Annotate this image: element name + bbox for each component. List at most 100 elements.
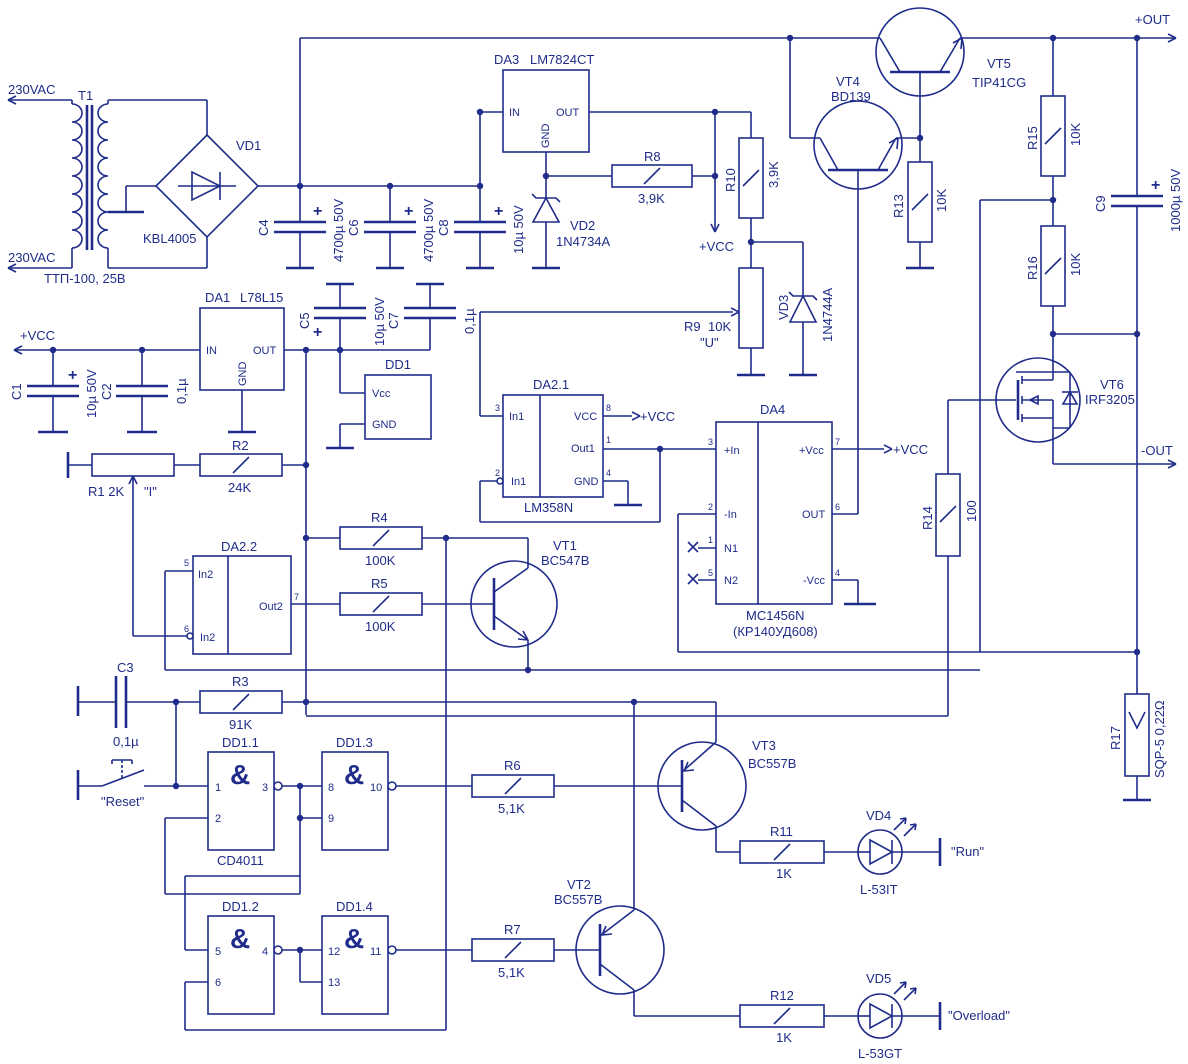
c1-value: 10µ 50V xyxy=(84,369,99,418)
resistor-r10: R10 3,9K xyxy=(715,111,781,268)
resistor-r15: R15 10K xyxy=(1025,38,1083,226)
c4-ref: C4 xyxy=(256,219,271,236)
da4-n1: N1 xyxy=(724,543,738,555)
vd4-ref: VD4 xyxy=(866,808,891,823)
svg-text:1: 1 xyxy=(708,535,713,545)
nand-dd1-1: & DD1.1 CD4011 1 2 3 xyxy=(164,735,322,895)
da2-2-out: Out2 xyxy=(259,601,283,613)
vcc-label-left: +VCC xyxy=(20,328,55,343)
capacitor-c4: + C4 4700µ 50V xyxy=(256,186,346,270)
t1-ref: T1 xyxy=(78,88,93,103)
resistor-r8: R8 3,9K xyxy=(546,149,715,206)
c3-ref: C3 xyxy=(117,660,134,675)
resistor-r12: R12 1K xyxy=(739,988,858,1045)
r4-ref: R4 xyxy=(371,510,388,525)
da4-value: MC1456N xyxy=(746,608,805,623)
da2-1-value: LM358N xyxy=(524,500,573,515)
zener-vd3: VD3 1N4744A xyxy=(751,241,835,377)
vt4-ref: VT4 xyxy=(836,74,860,89)
opamp-da2-2: DA2.2 In2 In2 Out2 5 6 7 xyxy=(133,539,980,671)
svg-text:3: 3 xyxy=(262,782,268,794)
da4-n2: N2 xyxy=(724,575,738,587)
svg-text:2: 2 xyxy=(215,813,221,825)
svg-text:+: + xyxy=(68,367,77,384)
dd1-3-ref: DD1.3 xyxy=(336,735,373,750)
resistor-r7: R7 5,1K xyxy=(471,922,600,980)
nand-dd1-3: & DD1.3 8 9 10 xyxy=(321,735,472,851)
r11-value: 1K xyxy=(776,866,792,881)
da2-2-in2n: In2 xyxy=(200,632,215,644)
resistor-r14: R14 100 xyxy=(306,199,1053,717)
regulator-da3: DA3 LM7824CT IN OUT GND xyxy=(494,52,719,180)
capacitor-c5: + C5 10µ 50V xyxy=(297,282,387,350)
resistor-r3: R3 91K xyxy=(199,674,717,910)
r2-value: 24K xyxy=(228,480,251,495)
transistor-vt1: VT1 BC547B xyxy=(470,538,589,674)
resistor-r2: R2 24K xyxy=(199,438,306,495)
reset-button[interactable]: "Reset" xyxy=(76,702,208,809)
vcc-label-da2: +VCC xyxy=(640,409,675,424)
svg-text:&: & xyxy=(230,759,250,790)
c7-ref: C7 xyxy=(386,312,401,329)
r7-value: 5,1K xyxy=(498,965,525,980)
svg-text:10: 10 xyxy=(370,782,382,794)
resistor-r5: R5 100K xyxy=(339,576,494,634)
resistor-r13: R13 10K xyxy=(891,161,949,270)
c2-ref: C2 xyxy=(99,383,114,400)
vd2-ref: VD2 xyxy=(570,218,595,233)
c8-ref: C8 xyxy=(436,219,451,236)
dd1-1-value: CD4011 xyxy=(217,853,264,868)
vt3-ref: VT3 xyxy=(752,738,776,753)
r17-value: SQP-5 0,22Ω xyxy=(1152,700,1167,778)
c4-value: 4700µ 50V xyxy=(331,199,346,262)
svg-text:7: 7 xyxy=(294,592,299,602)
da2-2-ref: DA2.2 xyxy=(221,539,257,554)
r17-ref: R17 xyxy=(1108,726,1123,750)
svg-text:4: 4 xyxy=(835,568,840,578)
vcc-label-da4: +VCC xyxy=(893,442,928,457)
svg-text:+: + xyxy=(494,203,503,220)
vt5-value: TIP41CG xyxy=(972,75,1026,90)
svg-text:+: + xyxy=(404,203,413,220)
r12-value: 1K xyxy=(776,1030,792,1045)
resistor-r6: R6 5,1K xyxy=(471,758,682,816)
dd1-ref: DD1 xyxy=(385,357,411,372)
capacitor-c7: C7 0,1µ xyxy=(386,282,477,350)
svg-text:4: 4 xyxy=(606,468,611,478)
da2-2-in2p: In2 xyxy=(198,569,213,581)
svg-text:5: 5 xyxy=(708,568,713,578)
svg-text:+: + xyxy=(1151,177,1160,194)
r14-ref: R14 xyxy=(920,506,935,530)
svg-text:8: 8 xyxy=(328,782,334,794)
r16-ref: R16 xyxy=(1025,256,1040,280)
vt2-value: BC557B xyxy=(554,892,602,907)
out-plus-label: +OUT xyxy=(1135,12,1170,27)
r15-value: 10K xyxy=(1068,123,1083,146)
r7-ref: R7 xyxy=(504,922,521,937)
r9-ref-prefix: R9 xyxy=(684,319,701,334)
resistor-r17: R17 SQP-5 0,22Ω xyxy=(1108,693,1167,802)
r1-ref: R1 2K xyxy=(88,484,124,499)
c5-value: 10µ 50V xyxy=(372,297,387,346)
c1-ref: C1 xyxy=(9,383,24,400)
svg-text:3: 3 xyxy=(495,403,500,413)
capacitor-c3: C3 0,1µ xyxy=(76,660,200,749)
vt5-ref: VT5 xyxy=(987,56,1011,71)
opamp-da4: DA4 MC1456N (КР140УД608) +In -In N1 N2 +… xyxy=(677,402,1141,656)
da4-vcc: +Vcc xyxy=(799,445,824,457)
c6-value: 4700µ 50V xyxy=(421,199,436,262)
vcc-tap: +VCC xyxy=(699,112,734,254)
potentiometer-r9: R9 10K "U" xyxy=(480,267,765,377)
svg-text:&: & xyxy=(344,759,364,790)
resistor-r4: R4 100K xyxy=(306,510,529,1030)
svg-text:2: 2 xyxy=(708,502,713,512)
vt1-ref: VT1 xyxy=(553,538,577,553)
vd1-value: KBL4005 xyxy=(143,231,197,246)
r6-ref: R6 xyxy=(504,758,521,773)
c5-ref: C5 xyxy=(297,312,312,329)
da2-1-vcc: VCC xyxy=(574,411,597,423)
logic-dd1-power: DD1 Vcc GND xyxy=(326,350,432,450)
out-minus-label: -OUT xyxy=(1141,443,1173,458)
potentiometer-r1: R1 2K "I" xyxy=(66,452,200,636)
